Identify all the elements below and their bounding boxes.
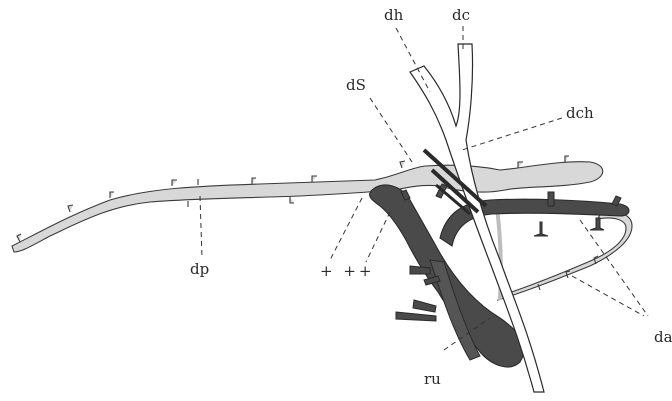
leader-dp [200,196,202,258]
label-dc: dc [452,8,470,23]
label-dh: dh [384,8,403,23]
label-da: da [654,330,672,345]
leader-da-2 [572,276,644,316]
label-ds: dS [346,78,366,93]
upper-dark-branch [440,199,629,246]
label-plus-marks: + ++ [320,264,374,279]
leader-dch [462,118,562,150]
label-ru: ru [424,372,441,387]
leader-da-1 [580,220,648,316]
leader-plus-2 [366,212,390,262]
leader-plus-1 [330,198,362,260]
loop-body [498,213,632,301]
label-dch: dch [566,106,594,121]
label-dp: dp [190,262,209,277]
leader-ds [370,98,412,162]
